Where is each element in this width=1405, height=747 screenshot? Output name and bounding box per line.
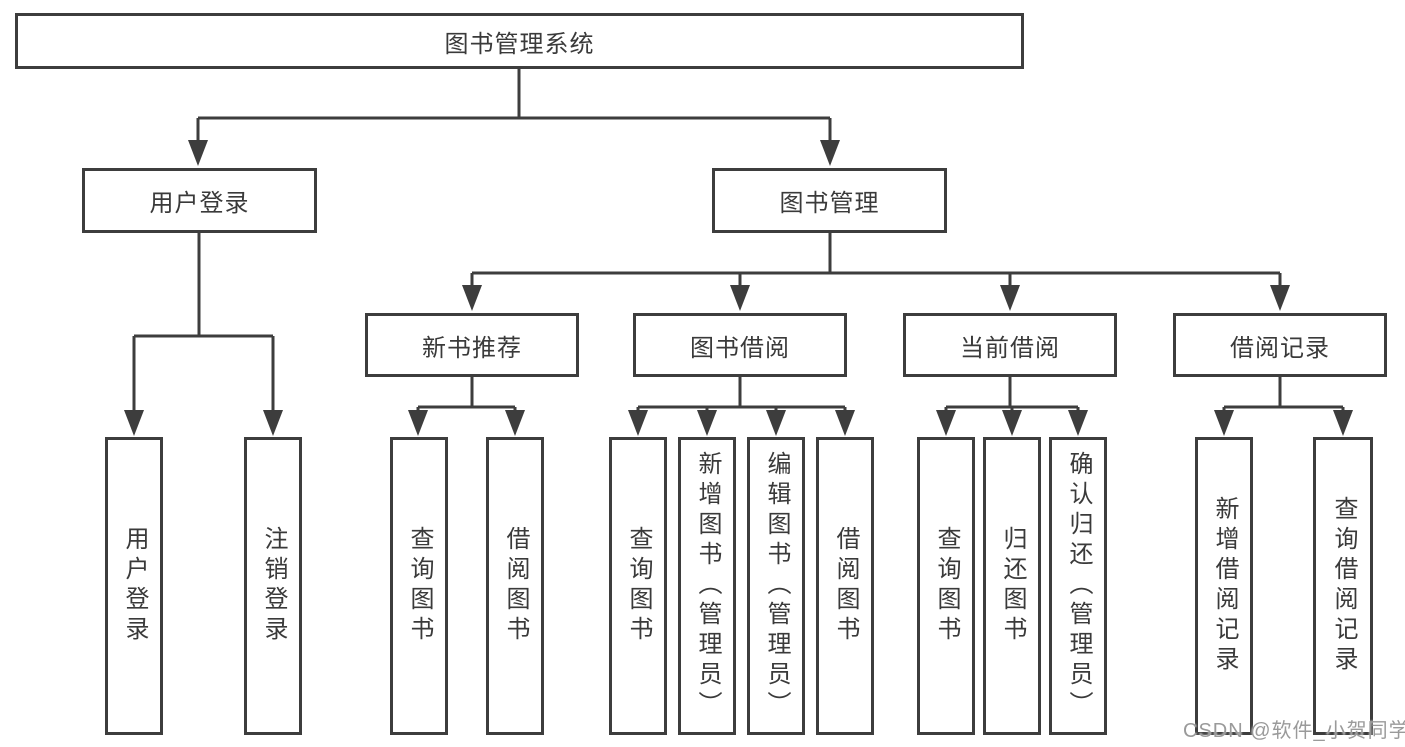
- node-query-borrow-record: 查询借阅记录: [1313, 437, 1373, 735]
- node-label: 查询图书: [406, 526, 433, 646]
- node-label: 图书借阅: [690, 334, 790, 362]
- node-label: 新增图书（管理员）: [694, 451, 721, 721]
- node-label: 当前借阅: [960, 334, 1060, 362]
- node-new-book-recommendation: 新书推荐: [365, 313, 579, 377]
- node-borrow-books-newbooks: 借阅图书: [486, 437, 544, 735]
- node-return-books: 归还图书: [983, 437, 1041, 735]
- node-edit-books-admin: 编辑图书（管理员）: [747, 437, 805, 735]
- node-label: 借阅记录: [1230, 334, 1330, 362]
- node-label: 查询图书: [933, 526, 960, 646]
- node-label: 用户登录: [121, 526, 148, 646]
- node-user-login: 用户登录: [105, 437, 163, 735]
- node-label: 确认归还（管理员）: [1065, 451, 1092, 721]
- node-label: 查询借阅记录: [1330, 496, 1357, 676]
- csdn-watermark: CSDN @软件_小贺同学: [1183, 720, 1405, 742]
- node-query-books-newbooks: 查询图书: [390, 437, 448, 735]
- node-user-login-branch: 用户登录: [82, 168, 317, 233]
- node-label: 归还图书: [999, 526, 1026, 646]
- node-label: 查询图书: [625, 526, 652, 646]
- node-label: 借阅图书: [502, 526, 529, 646]
- node-logout: 注销登录: [244, 437, 302, 735]
- node-label: 编辑图书（管理员）: [763, 451, 790, 721]
- arrowheads: [124, 140, 1353, 436]
- node-label: 借阅图书: [832, 526, 859, 646]
- node-book-management-branch: 图书管理: [712, 168, 947, 233]
- node-confirm-return-admin: 确认归还（管理员）: [1049, 437, 1107, 735]
- node-query-books-current: 查询图书: [917, 437, 975, 735]
- node-borrow-books: 借阅图书: [816, 437, 874, 735]
- node-book-borrowing: 图书借阅: [633, 313, 847, 377]
- node-library-management-system: 图书管理系统: [15, 13, 1024, 69]
- node-label: 新增借阅记录: [1211, 496, 1238, 676]
- node-label: 新书推荐: [422, 334, 522, 362]
- node-query-books-borrowing: 查询图书: [609, 437, 667, 735]
- node-current-borrowing: 当前借阅: [903, 313, 1117, 377]
- node-label: 用户登录: [149, 190, 250, 217]
- node-label: 图书管理: [779, 190, 880, 217]
- node-label: 注销登录: [260, 526, 287, 646]
- node-add-borrow-record: 新增借阅记录: [1195, 437, 1253, 735]
- node-label: 图书管理系统: [444, 30, 595, 58]
- node-add-books-admin: 新增图书（管理员）: [678, 437, 736, 735]
- node-borrowing-records: 借阅记录: [1173, 313, 1387, 377]
